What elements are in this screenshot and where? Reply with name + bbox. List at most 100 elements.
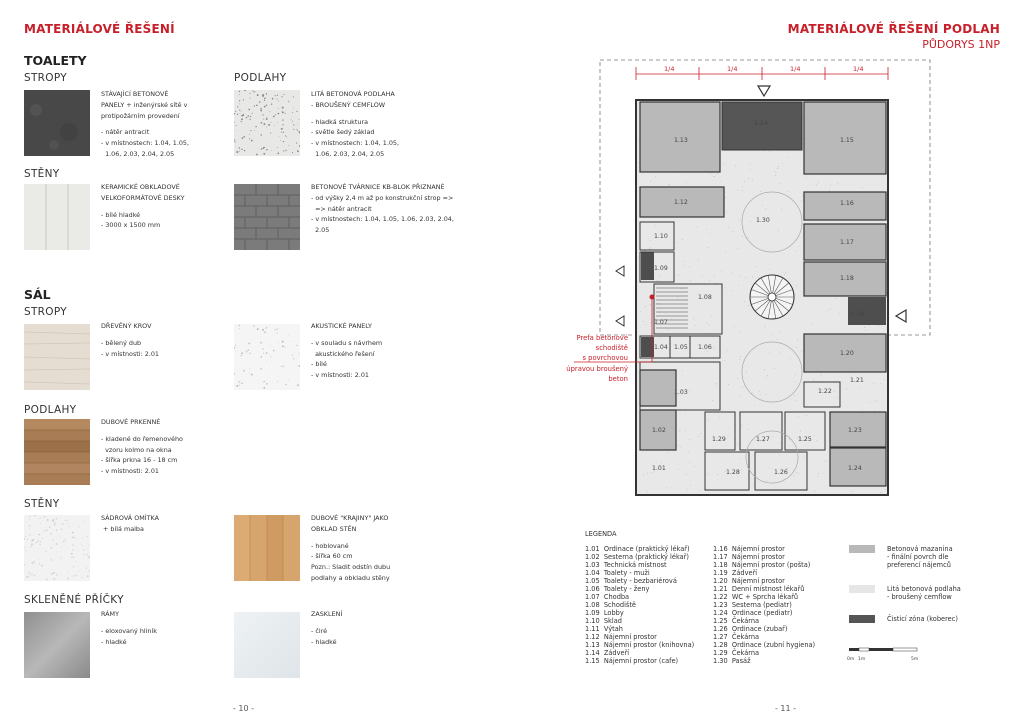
desc-line: - v místnostech: 1.04, 1.05, 1.06, 2.03,…: [311, 215, 454, 224]
legend-item: 1.14 Zádveří: [585, 649, 630, 657]
desc-line: OBKLAD STĚN: [311, 524, 357, 533]
room-label: 1.03: [674, 389, 688, 396]
desc-line: - kladené do řemenového: [101, 434, 183, 443]
legend-mat-swatch-2: [849, 585, 875, 593]
legend-mat-swatch-3: [849, 615, 875, 623]
legend-item: 1.24 Ordinace (pediatr): [713, 609, 793, 617]
desc-line: - v místnosti: 2.01: [311, 371, 369, 380]
swatch-aluminium: [24, 612, 90, 678]
room-label: 1.02: [652, 427, 666, 434]
legend-item: 1.26 Ordinace (zubař): [713, 625, 788, 633]
desc-line: - bílé hladké: [101, 210, 141, 219]
desc-line: 1.06, 2.03, 2.04, 2.05: [101, 149, 175, 158]
legend-item: 1.17 Nájemní prostor: [713, 553, 785, 561]
floor-plan: 1/4 1/4 1/4 1/4: [574, 59, 931, 496]
legend-item: 1.01 Ordinace (praktický lékař): [585, 545, 690, 553]
legend-item: 1.27 Čekárna: [713, 633, 760, 641]
room-label: 1.05: [674, 344, 688, 351]
room-label: 1.09: [654, 265, 668, 272]
note-line: schodiště: [595, 344, 628, 353]
room-label: 1.30: [756, 217, 770, 224]
room-label: 1.15: [840, 137, 854, 144]
room-label: 1.29: [712, 436, 726, 443]
room-label: 1.20: [840, 350, 854, 357]
legend-mat-line: Litá betonová podlaha: [887, 585, 961, 593]
legend-item: 1.29 Čekárna: [713, 649, 760, 657]
legend-item: 1.23 Sesterna (pediatr): [713, 601, 792, 609]
dim-1: 1/4: [664, 65, 674, 73]
room-label: 1.27: [756, 436, 770, 443]
note-line: s povrchovou: [582, 354, 628, 363]
zaskleni-desc: ZASKLENÍ- čiré- hladké: [311, 609, 431, 647]
desc-line: - hoblované: [311, 541, 349, 550]
sklenene-heading: SKLENĚNÉ PŘÍČKY: [24, 594, 124, 606]
scale-bar: 0m 1m 5m: [847, 647, 918, 662]
desc-line: RÁMY: [101, 610, 119, 618]
desc-line: - v místnosti: 2.01: [101, 467, 159, 476]
room-label: 1.25: [798, 436, 812, 443]
swatch-bleached-oak: [23, 324, 91, 390]
legend-item: 1.19 Zádveří: [713, 569, 758, 577]
legend-item: 1.18 Nájemní prostor (pošta): [713, 561, 811, 569]
desc-line: - v místnosti: 2.01: [101, 349, 159, 358]
desc-line: 2.05: [311, 226, 330, 235]
desc-line: - v místnostech: 1.04, 1.05,: [311, 139, 400, 148]
desc-line: - v souladu s návrhem: [311, 338, 383, 347]
desc-line: - v místnostech: 1.04, 1.05,: [101, 139, 190, 148]
swatch-concrete-panels: [24, 90, 90, 156]
concrete-panels-desc: STÁVAJÍCÍ BETONOVÉ PANELY + inženýrské sí…: [101, 89, 221, 160]
scale-1: 1m: [858, 656, 865, 662]
page-number-left: - 10 -: [233, 704, 255, 713]
page-number-right: - 11 -: [775, 704, 797, 713]
oak-floor-desc: DUBOVÉ PRKENNÉ- kladené do řemenového vz…: [101, 417, 221, 477]
note-line: Prefa betonové: [576, 334, 628, 342]
desc-line: podlahy a obkladu stěny: [311, 573, 390, 582]
desc-line: PANELY + inženýrské sítě v: [101, 100, 188, 109]
room-label: 1.19: [850, 311, 864, 318]
legend-mat-line: Čisticí zóna (koberec): [887, 615, 958, 623]
toalety-stropy-heading: STROPY: [24, 72, 67, 84]
legend-item: 1.22 WC + Sprcha lékařů: [713, 593, 799, 601]
desc-line: KERAMICKÉ OBKLADOVÉ: [101, 183, 180, 191]
swatch-concrete-blocks: [234, 184, 300, 250]
desc-line: akustického řešení: [311, 349, 375, 358]
room-label: 1.21: [850, 377, 864, 384]
room-label: 1.04: [654, 344, 668, 351]
room-label: 1.13: [674, 137, 688, 144]
legend-item: 1.07 Chodba: [585, 593, 630, 601]
desc-line: vzoru kolmo na okna: [101, 445, 172, 454]
swatch-acoustic-panels: [233, 324, 301, 390]
swatch-oak-wall: [234, 515, 300, 581]
desc-line: - hladká struktura: [311, 117, 368, 126]
sal-heading: SÁL: [24, 287, 51, 302]
sal-podlahy-heading: PODLAHY: [24, 404, 77, 416]
legend-mat-line: preferencí nájemců: [887, 561, 951, 569]
room-label: 1.01: [652, 465, 666, 472]
legend-item: 1.30 Pasáž: [713, 657, 751, 665]
legend-item: 1.03 Technická místnost: [585, 561, 667, 569]
toalety-heading: TOALETY: [24, 53, 87, 68]
desc-line: - od výšky 2,4 m až po konstrukční strop…: [311, 193, 454, 202]
legend-item: 1.28 Ordinace (zubní hygiena): [713, 641, 816, 649]
room-label: 1.22: [818, 388, 832, 395]
cemflow-desc: LITÁ BETONOVÁ PODLAHA- BROUŠENÝ CEMFLOW-…: [311, 89, 431, 160]
plaster-desc: SÁDROVÁ OMÍTKA + bílá malba: [101, 513, 221, 535]
desc-line: 1.06, 2.03, 2.04, 2.05: [311, 149, 385, 158]
left-header: MATERIÁLOVÉ ŘEŠENÍ: [24, 22, 175, 36]
dim-2: 1/4: [727, 65, 737, 73]
desc-line: AKUSTICKÉ PANELY: [311, 322, 372, 330]
right-header: MATERIÁLOVÉ ŘEŠENÍ PODLAH: [787, 22, 1000, 36]
desc-line: - hladké: [311, 637, 337, 646]
room-label: 1.06: [698, 344, 712, 351]
room-label: 1.08: [698, 294, 712, 301]
desc-line: protipožárním provedení: [101, 111, 180, 120]
desc-line: STÁVAJÍCÍ BETONOVÉ: [101, 90, 169, 98]
acoustic-desc: AKUSTICKÉ PANELY - v souladu s návrhem ak…: [311, 321, 431, 381]
scale-0: 0m: [847, 656, 854, 662]
toalety-podlahy-heading: PODLAHY: [234, 72, 287, 84]
room-label: 1.07: [654, 319, 668, 326]
desc-line: Pozn.: Sladit odstín dubu: [311, 563, 391, 572]
